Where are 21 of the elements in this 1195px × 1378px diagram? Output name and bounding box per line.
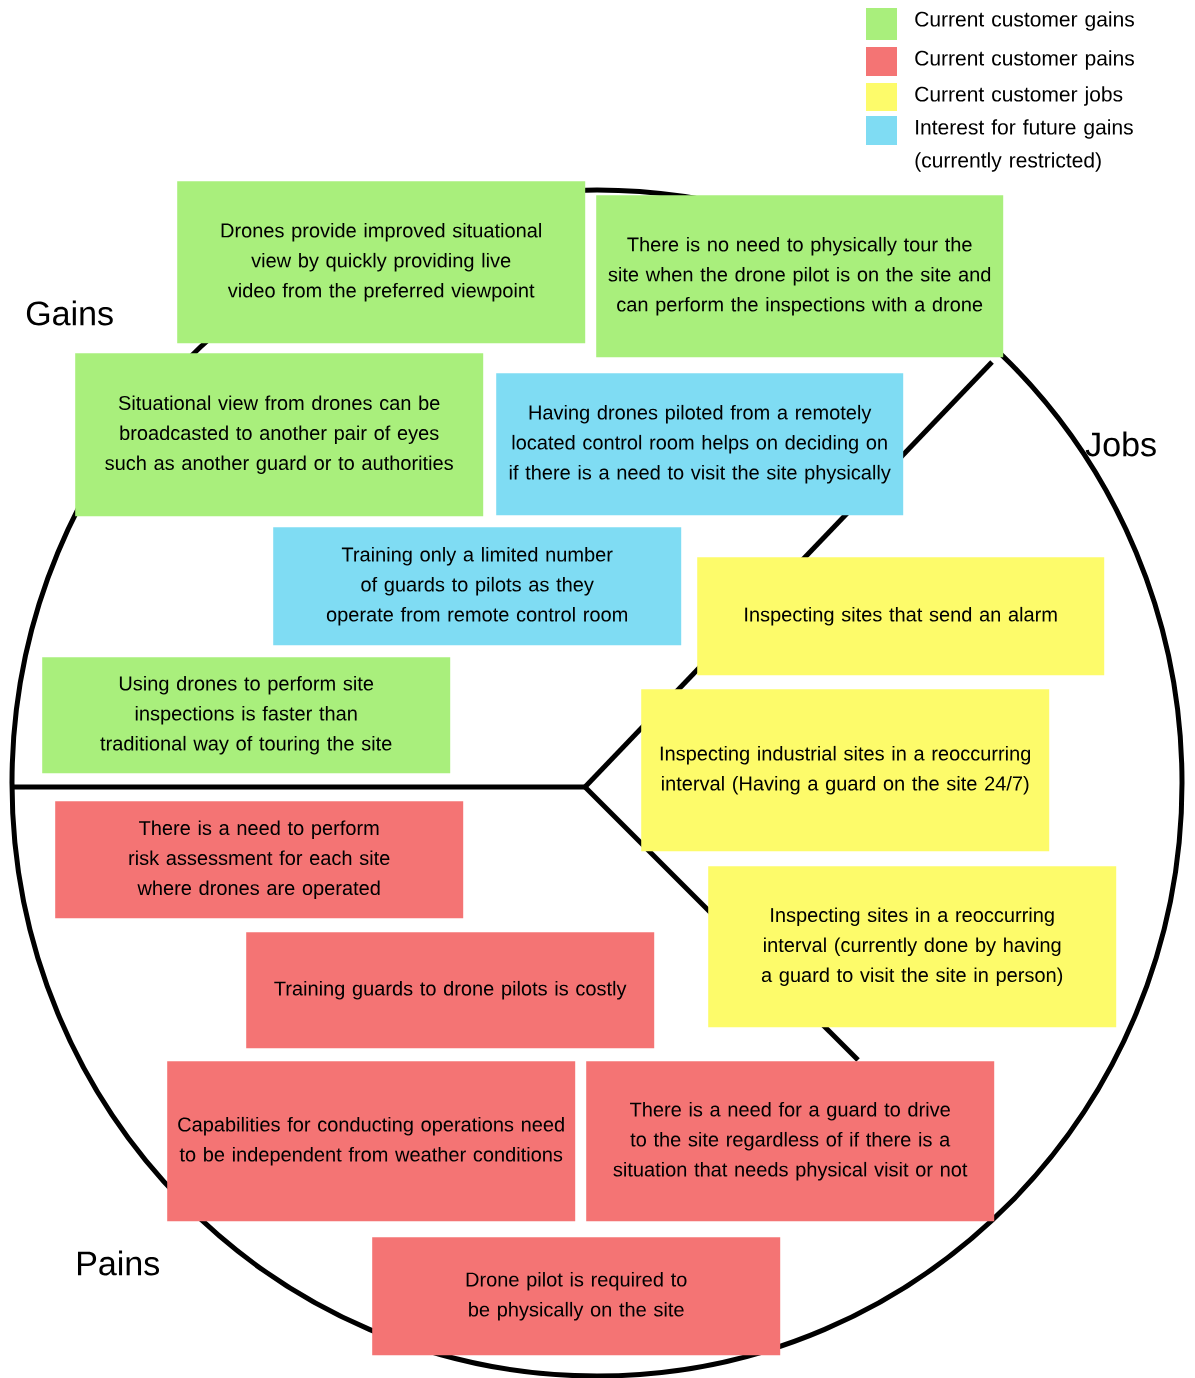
sticky-note: Inspecting sites in a reoccurring interval (currently done by having a guard to visit the site in person)	[708, 866, 1117, 1028]
legend-label: Current customer pains	[915, 50, 1134, 70]
sticky-note: There is a need to perform risk assessment for each site where drones are operated	[55, 801, 464, 919]
sticky-note: Situational view from drones can be broadcasted to another pair of eyes such as another guard or to authorities	[75, 353, 484, 517]
legend-label: Current customer gains	[915, 11, 1134, 31]
sticky-note: There is a need for a guard to drive to the site regardless of if there is a situation that needs physical visit or not	[586, 1061, 995, 1222]
sticky-note: Using drones to perform site inspections is faster than traditional way of touring the site	[42, 657, 451, 774]
legend-label: Current customer jobs	[915, 86, 1123, 106]
sticky-note: Inspecting industrial sites in a reoccurring interval (Having a guard on the site 24/7)	[641, 689, 1050, 852]
legend-label: Interest for future gains (currently restricted)	[915, 119, 1133, 172]
sticky-note: Training only a limited number of guards to pilots as they operate from remote control room	[273, 527, 682, 646]
sticky-note: There is no need to physically tour the site when the drone pilot is on the site and can perform the inspections with a drone	[596, 195, 1004, 358]
sticky-note: Drones provide improved situational view by quickly providing live video from the preferred viewpoint	[177, 181, 586, 344]
sticky-note: Inspecting sites that send an alarm	[697, 557, 1105, 676]
sticky-note: Capabilities for conducting operations need to be independent from weather conditions	[167, 1061, 576, 1222]
section-label: Pains	[78, 1250, 159, 1276]
section-label: Jobs	[1085, 431, 1156, 457]
sticky-note: Training guards to drone pilots is costly	[246, 932, 655, 1049]
section-label: Gains	[26, 300, 113, 326]
sticky-note: Drone pilot is required to be physically on the site	[372, 1237, 781, 1356]
sticky-note: Having drones piloted from a remotely located control room helps on deciding on if there is a need to visit the site physically	[496, 373, 904, 516]
